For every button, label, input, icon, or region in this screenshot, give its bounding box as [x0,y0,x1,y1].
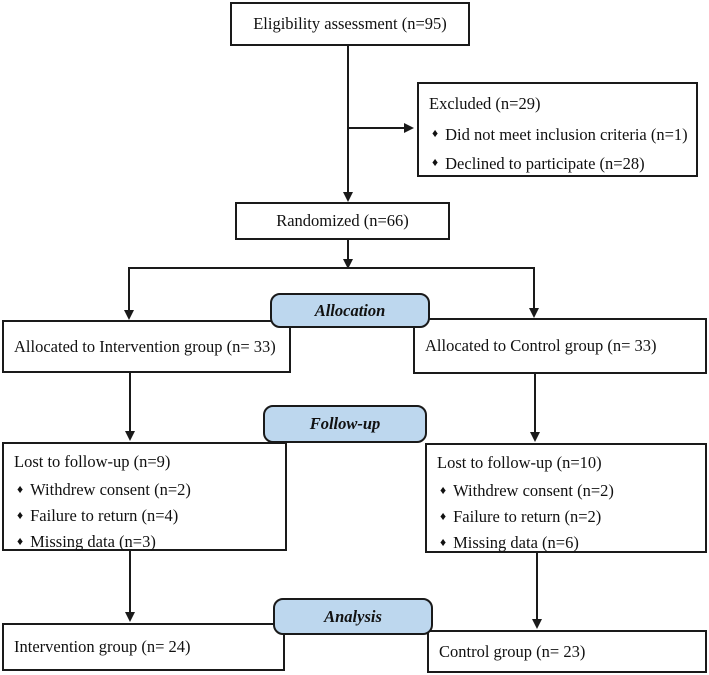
lost-intervention-item: ♦ Failure to return (n=4) [14,503,281,529]
diamond-bullet-icon: ♦ [17,507,24,522]
excluded-title: Excluded (n=29) [429,93,541,113]
analysis-stage-pill: Analysis [273,598,433,635]
excluded-box: Excluded (n=29) ♦ Did not meet inclusion… [417,82,698,177]
randomized-text: Randomized (n=66) [276,211,409,231]
lost-control-item-text: Failure to return (n=2) [453,507,602,527]
connector-followup-to-analysis-intervention [129,550,131,615]
diamond-bullet-icon: ♦ [440,534,447,549]
analysis-intervention-box: Intervention group (n= 24) [2,623,285,671]
arrowhead-down-randomized [343,192,353,202]
randomized-box: Randomized (n=66) [235,202,450,240]
lost-control-box: Lost to follow-up (n=10) ♦ Withdrew cons… [425,443,707,553]
allocated-control-text: Allocated to Control group (n= 33) [425,336,657,356]
allocated-intervention-text: Allocated to Intervention group (n= 33) [14,336,276,356]
lost-intervention-item-text: Failure to return (n=4) [30,506,179,526]
lost-control-item-text: Withdrew consent (n=2) [453,481,614,501]
analysis-intervention-text: Intervention group (n= 24) [14,637,191,657]
eligibility-box: Eligibility assessment (n=95) [230,2,470,46]
lost-control-item: ♦ Failure to return (n=2) [437,504,701,530]
lost-intervention-title: Lost to follow-up (n=9) [14,452,171,472]
allocation-stage-label: Allocation [314,300,386,320]
diamond-bullet-icon: ♦ [440,482,447,497]
arrowhead-right-excluded [404,123,414,133]
connector-followup-to-analysis-control [536,553,538,622]
excluded-item-text: Did not meet inclusion criteria (n=1) [445,124,688,144]
connector-control-to-followup [534,373,536,435]
diamond-bullet-icon: ♦ [17,533,24,548]
connector-randomized-to-branch [347,240,349,262]
excluded-item: ♦ Declined to participate (n=28) [429,149,692,178]
connector-branch-to-control [533,267,535,310]
arrowhead-down-alloc-control [529,308,539,318]
lost-intervention-item: ♦ Withdrew consent (n=2) [14,477,281,503]
diamond-bullet-icon: ♦ [17,481,24,496]
arrowhead-down-alloc-intervention [124,310,134,320]
connector-eligibility-to-randomized [347,45,349,195]
analysis-control-box: Control group (n= 23) [427,630,707,673]
arrowhead-down-branch [343,259,353,269]
analysis-stage-label: Analysis [324,606,382,626]
lost-control-item: ♦ Withdrew consent (n=2) [437,478,701,504]
connector-to-excluded [349,127,406,129]
arrowhead-down-analysis-control [532,619,542,629]
lost-control-item: ♦ Missing data (n=6) [437,530,701,556]
connector-intervention-to-followup [129,372,131,434]
lost-control-item-text: Missing data (n=6) [453,533,579,553]
followup-stage-label: Follow-up [309,414,381,433]
allocated-intervention-box: Allocated to Intervention group (n= 33) [2,320,291,373]
arrowhead-down-analysis-intervention [125,612,135,622]
diamond-bullet-icon: ♦ [432,126,439,141]
lost-control-title: Lost to follow-up (n=10) [437,453,602,473]
lost-intervention-item: ♦ Missing data (n=3) [14,529,281,555]
allocated-control-box: Allocated to Control group (n= 33) [413,318,707,374]
followup-stage-pill: Follow-up [263,405,427,443]
lost-intervention-box: Lost to follow-up (n=9) ♦ Withdrew conse… [2,442,287,551]
arrowhead-down-lost-intervention [125,431,135,441]
eligibility-text: Eligibility assessment (n=95) [253,14,447,34]
lost-intervention-item-text: Withdrew consent (n=2) [30,480,191,500]
excluded-item: ♦ Did not meet inclusion criteria (n=1) [429,120,692,149]
excluded-item-text: Declined to participate (n=28) [445,153,645,173]
diamond-bullet-icon: ♦ [440,508,447,523]
diamond-bullet-icon: ♦ [432,155,439,170]
branch-line-allocation [128,267,535,269]
lost-intervention-item-text: Missing data (n=3) [30,532,156,552]
connector-branch-to-intervention [128,267,130,312]
analysis-control-text: Control group (n= 23) [439,641,586,661]
arrowhead-down-lost-control [530,432,540,442]
allocation-stage-pill: Allocation [270,293,430,328]
